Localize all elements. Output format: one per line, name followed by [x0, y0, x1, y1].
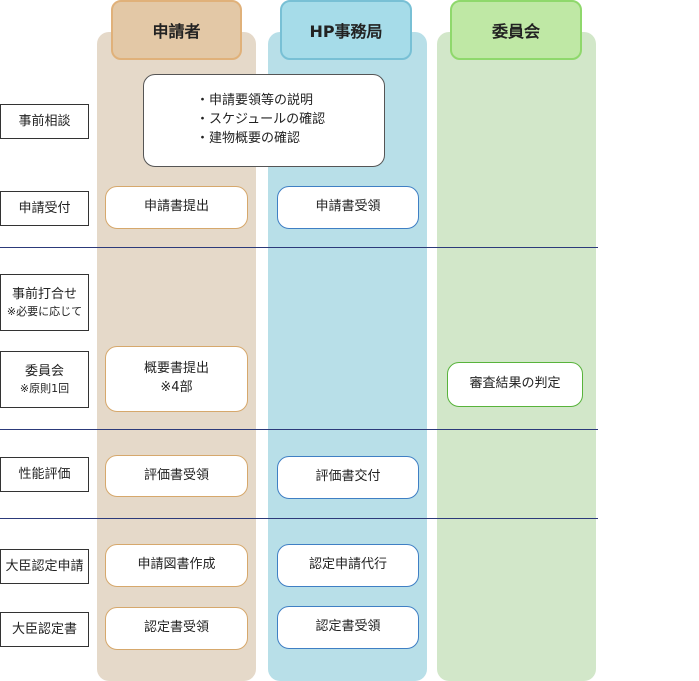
office-header: HP事務局: [280, 0, 412, 60]
stage-label-note: ※原則1回: [19, 382, 70, 395]
box-text: 申請図書作成: [137, 557, 216, 573]
stage-label-text: 性能評価: [18, 466, 71, 482]
committee-lane: [437, 32, 596, 681]
section-divider: [0, 518, 598, 519]
stage-label-reception: 申請受付: [0, 191, 89, 226]
receive-cert-applicant-box: 認定書受領: [105, 607, 248, 650]
applicant-header: 申請者: [111, 0, 242, 60]
consult-item: ・申請要領等の説明: [196, 93, 314, 109]
section-divider: [0, 247, 598, 248]
box-text: 認定書受領: [143, 620, 209, 636]
section-divider: [0, 429, 598, 430]
stage-label-text: 申請受付: [18, 200, 71, 216]
submit-application-box: 申請書提出: [105, 186, 248, 229]
receive-application-box: 申請書受領: [277, 186, 419, 229]
receive-evaluation-box: 評価書受領: [105, 455, 248, 497]
consult-items-box: ・申請要領等の説明 ・スケジュールの確認 ・建物概要の確認: [143, 74, 385, 167]
stage-label-note: ※必要に応じて: [6, 305, 83, 318]
stage-label-committee: 委員会 ※原則1回: [0, 351, 89, 408]
stage-label-text: 大臣認定申請: [5, 558, 84, 574]
consult-item: ・建物概要の確認: [196, 130, 301, 146]
stage-label-pre-consult: 事前相談: [0, 104, 89, 139]
box-note: ※4部: [160, 380, 193, 395]
box-text: 審査結果の判定: [469, 376, 561, 392]
stage-label-minister-app: 大臣認定申請: [0, 549, 89, 584]
box-text: 概要書提出: [143, 361, 209, 377]
stage-label-text: 大臣認定書: [11, 621, 77, 637]
box-text: 認定申請代行: [308, 557, 387, 573]
stage-label-minister-cert: 大臣認定書: [0, 612, 89, 647]
stage-label-performance: 性能評価: [0, 457, 89, 492]
box-text: 評価書受領: [143, 467, 209, 483]
box-text: 申請書提出: [143, 199, 209, 215]
consult-item: ・スケジュールの確認: [196, 112, 326, 128]
receive-cert-office-box: 認定書受領: [277, 606, 419, 649]
submit-summary-box: 概要書提出 ※4部: [105, 346, 248, 412]
box-text: 申請書受領: [315, 199, 381, 215]
stage-label-pre-meeting: 事前打合せ ※必要に応じて: [0, 274, 89, 331]
create-docs-box: 申請図書作成: [105, 544, 248, 587]
box-text: 評価書交付: [315, 469, 381, 485]
issue-evaluation-box: 評価書交付: [277, 456, 419, 499]
review-judgment-box: 審査結果の判定: [447, 362, 583, 407]
proxy-application-box: 認定申請代行: [277, 544, 419, 587]
stage-label-text: 事前打合せ: [11, 286, 77, 302]
stage-label-text: 事前相談: [18, 113, 71, 129]
box-text: 認定書受領: [315, 619, 381, 635]
committee-header: 委員会: [450, 0, 582, 60]
stage-label-text: 委員会: [24, 363, 64, 379]
